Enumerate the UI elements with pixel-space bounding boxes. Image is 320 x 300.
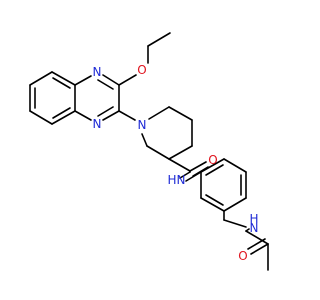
atom-label-n-quinoxaline-top: N <box>93 65 102 79</box>
bond <box>146 145 170 160</box>
atom-labels: N O N N O H N H N O <box>93 63 259 263</box>
bond-double-inner <box>97 106 114 117</box>
bond <box>179 171 191 179</box>
bond <box>168 106 193 121</box>
bond <box>168 158 191 172</box>
bond <box>51 110 76 125</box>
bond-double-inner <box>97 79 114 90</box>
bond <box>223 219 247 228</box>
bond <box>185 171 202 182</box>
atom-label-n-piperidine: N <box>138 118 147 132</box>
molecule-structure-diagram: N O N N O H N H N O <box>29 32 269 271</box>
bond-double-inner <box>52 77 71 89</box>
bond <box>141 133 148 147</box>
bond <box>74 75 92 86</box>
bond <box>118 110 136 121</box>
atom-label-h-amide: H <box>167 173 176 187</box>
atom-label-o-ethoxy: O <box>137 63 146 77</box>
bond <box>223 158 247 173</box>
bond <box>148 106 170 120</box>
bond-double-inner <box>52 107 71 119</box>
bond <box>29 71 53 86</box>
atom-label-n-quinoxaline-bottom: N <box>93 117 102 131</box>
bond-double-inner <box>247 238 266 250</box>
atom-label-n-amide: N <box>177 173 186 187</box>
atom-label-h-acetamide: H <box>249 212 258 226</box>
bond <box>250 243 269 255</box>
bond <box>189 161 207 172</box>
bond <box>223 197 247 212</box>
bond <box>200 158 225 173</box>
bond <box>102 110 120 121</box>
bond <box>200 197 225 212</box>
bond <box>147 32 171 47</box>
bond <box>102 74 120 86</box>
bond-double-inner <box>205 164 224 176</box>
bond <box>118 74 137 86</box>
bond <box>51 71 76 86</box>
atom-label-n-acetamide: N <box>250 221 259 235</box>
bonds <box>29 32 269 271</box>
bond <box>168 145 193 160</box>
atom-label-o-carbonyl: O <box>208 153 217 167</box>
bond <box>245 230 269 245</box>
atom-label-o-acetyl: O <box>238 249 247 263</box>
bond <box>74 110 92 121</box>
bond <box>29 110 53 125</box>
bond-double-inner <box>205 194 224 206</box>
